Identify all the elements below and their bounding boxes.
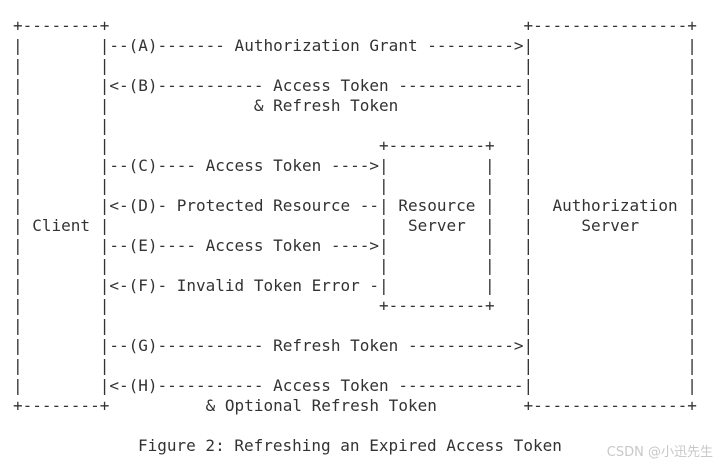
ascii-diagram: +--------+ +----------------+ | |--(A)--…	[13, 16, 697, 415]
figure-caption: Figure 2: Refreshing an Expired Access T…	[138, 436, 562, 455]
watermark: CSDN @小迅先生	[606, 445, 713, 460]
